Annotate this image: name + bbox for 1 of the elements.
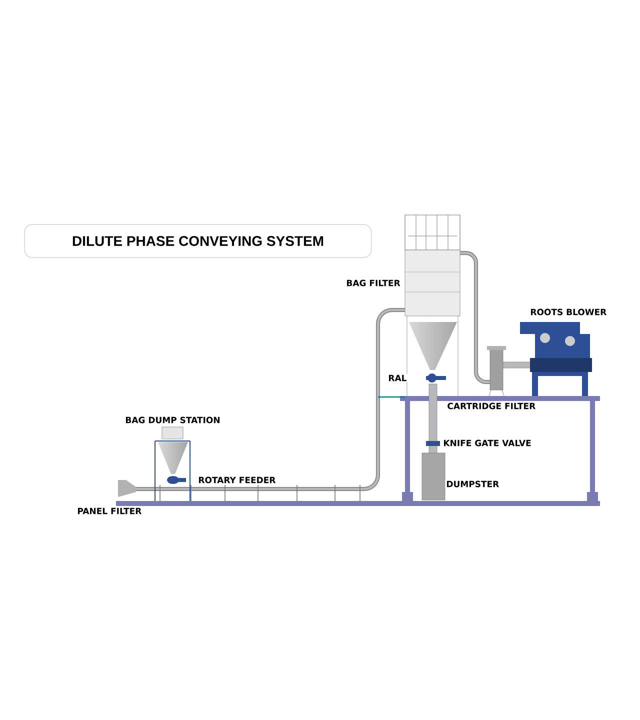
title-box: DILUTE PHASE CONVEYING SYSTEM: [24, 224, 372, 258]
